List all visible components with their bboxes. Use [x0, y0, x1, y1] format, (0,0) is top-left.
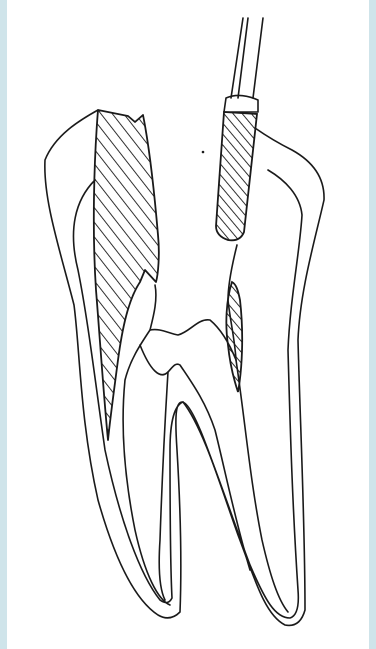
inner-dentin-outline-right	[183, 170, 302, 618]
distal-canal	[236, 360, 288, 612]
mesial-canal-inner-left	[159, 372, 168, 600]
outer-tooth-outline	[45, 110, 324, 625]
pulp-chamber-and-canals	[123, 320, 236, 605]
instrument-shaft	[224, 18, 263, 112]
canal-orifice-left	[150, 285, 156, 330]
hatched-bur	[216, 112, 257, 240]
hatched-dentin-area	[226, 282, 242, 392]
small-dot-mark	[202, 151, 205, 154]
hatched-restoration	[94, 110, 159, 440]
